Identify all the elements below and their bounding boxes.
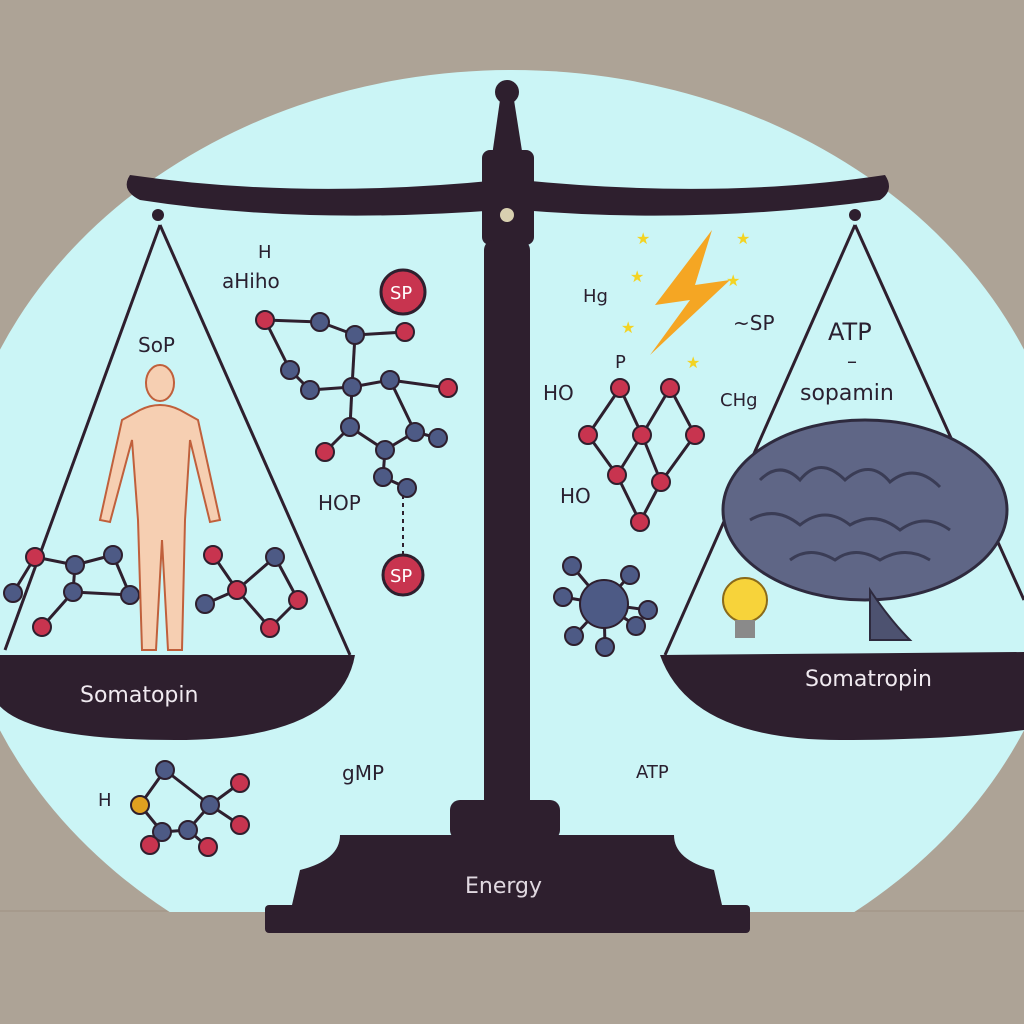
right-formula-ch: CHg xyxy=(720,390,758,411)
atom xyxy=(260,618,280,638)
svg-text:SP: SP xyxy=(390,566,412,587)
atom xyxy=(340,417,360,437)
atom xyxy=(230,773,250,793)
atom xyxy=(200,795,220,815)
atom xyxy=(120,585,140,605)
atom xyxy=(380,370,400,390)
atom xyxy=(607,465,627,485)
atom xyxy=(395,322,415,342)
right-formula-hg: Hg xyxy=(583,286,608,307)
atom xyxy=(397,478,417,498)
atom xyxy=(562,556,582,576)
atom xyxy=(152,822,172,842)
atom xyxy=(345,325,365,345)
atom xyxy=(198,837,218,857)
right-formula-ho-1: HO xyxy=(543,381,574,405)
left-formula-top: aHiho xyxy=(222,269,280,293)
svg-text:★: ★ xyxy=(630,267,644,286)
left-formula-hop: HOP xyxy=(318,491,361,515)
atom xyxy=(579,579,629,629)
atom xyxy=(630,512,650,532)
atom xyxy=(626,616,646,636)
lightning-bolt-icon xyxy=(650,230,730,355)
atom xyxy=(230,815,250,835)
bottom-formula-h: H xyxy=(98,790,112,811)
svg-text:★: ★ xyxy=(621,318,635,337)
right-formula-sp: ~SP xyxy=(733,311,775,335)
svg-text:★: ★ xyxy=(686,353,700,372)
atom xyxy=(342,377,362,397)
sp-atom-bottom: SP xyxy=(381,553,425,597)
atom xyxy=(265,547,285,567)
right-pan-label: Somatropin xyxy=(805,667,932,692)
svg-text:★: ★ xyxy=(726,271,740,290)
atom xyxy=(3,583,23,603)
right-pan xyxy=(660,652,1024,740)
atom xyxy=(203,545,223,565)
atom xyxy=(280,360,300,380)
atom xyxy=(32,617,52,637)
atom xyxy=(315,442,335,462)
atom xyxy=(685,425,705,445)
left-pan-label: Somatopin xyxy=(80,683,198,708)
atom xyxy=(130,795,150,815)
svg-text:SP: SP xyxy=(390,283,412,304)
atom xyxy=(195,594,215,614)
scale-post xyxy=(484,240,530,815)
bottom-formula-gmp: gMP xyxy=(342,761,384,785)
atom xyxy=(310,312,330,332)
atom xyxy=(553,587,573,607)
atom xyxy=(65,555,85,575)
atom xyxy=(103,545,123,565)
atom xyxy=(620,565,640,585)
base-label: Energy xyxy=(465,874,542,899)
atom xyxy=(595,637,615,657)
atom xyxy=(140,835,160,855)
atom xyxy=(227,580,247,600)
atom xyxy=(428,428,448,448)
scale-base xyxy=(292,835,722,905)
atom xyxy=(405,422,425,442)
pan-strings xyxy=(3,224,1024,656)
scale-pivot xyxy=(482,150,534,245)
right-formula-p: P xyxy=(615,352,626,373)
scale-finial xyxy=(495,80,519,104)
right-formula-ho-2: HO xyxy=(560,484,591,508)
sp-atom-top: SP xyxy=(379,268,427,316)
left-formula-h: H xyxy=(258,242,272,263)
left-pan xyxy=(0,655,355,740)
left-formula-sop: SoP xyxy=(138,333,175,357)
atom xyxy=(632,425,652,445)
svg-text:★: ★ xyxy=(736,229,750,248)
atom xyxy=(178,820,198,840)
brain-icon xyxy=(721,418,1009,641)
star-icons: ★ ★ ★ ★ ★ ★ xyxy=(621,229,750,372)
atom xyxy=(373,467,393,487)
atom xyxy=(288,590,308,610)
atom xyxy=(638,600,658,620)
atom xyxy=(155,760,175,780)
atom xyxy=(578,425,598,445)
atom xyxy=(25,547,45,567)
atom xyxy=(300,380,320,400)
molecules xyxy=(3,310,705,857)
atom xyxy=(255,310,275,330)
svg-text:★: ★ xyxy=(636,229,650,248)
right-pan-title: ATP xyxy=(828,318,872,346)
human-body-icon xyxy=(98,364,222,651)
bottom-formula-atp: ATP xyxy=(636,762,669,783)
right-pan-subtitle: sopamin xyxy=(800,381,894,406)
atom xyxy=(651,472,671,492)
scale-structure xyxy=(0,80,1024,933)
atom xyxy=(660,378,680,398)
atom xyxy=(438,378,458,398)
atom xyxy=(564,626,584,646)
atom xyxy=(610,378,630,398)
atom xyxy=(63,582,83,602)
light-bulb-icon xyxy=(722,577,768,638)
right-pan-dash: – xyxy=(847,349,857,373)
atom xyxy=(375,440,395,460)
